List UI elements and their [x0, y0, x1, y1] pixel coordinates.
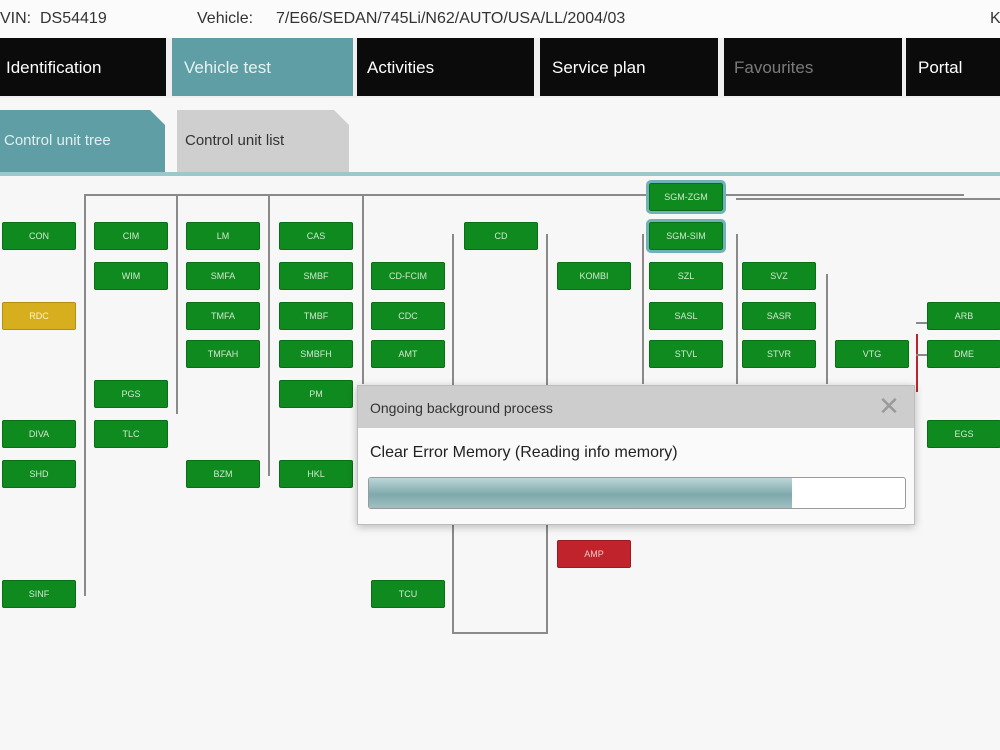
ecu-con[interactable]: CON	[2, 222, 76, 250]
vehicle-value: 7/E66/SEDAN/745Li/N62/AUTO/USA/LL/2004/0…	[276, 10, 626, 27]
ecu-sasl[interactable]: SASL	[649, 302, 723, 330]
vehicle-info-bar: VIN: DS54419 Vehicle: 7/E66/SEDAN/745Li/…	[0, 0, 1000, 38]
ecu-smfa[interactable]: SMFA	[186, 262, 260, 290]
subtab-control-unit-tree[interactable]: Control unit tree	[0, 110, 165, 172]
main-navigation: Identification Vehicle test Activities S…	[0, 38, 1000, 98]
bus-line-top	[84, 194, 964, 196]
control-unit-tree: CON RDC DIVA SHD SINF CIM WIM PGS TLC LM…	[0, 176, 1000, 750]
ecu-tcu[interactable]: TCU	[371, 580, 445, 608]
infobar-edge-text: K	[990, 10, 1000, 27]
tab-portal[interactable]: Portal	[906, 38, 1000, 96]
subtab-underline	[0, 172, 1000, 176]
bus-line	[916, 354, 928, 356]
bus-line	[452, 632, 548, 634]
tab-service-plan[interactable]: Service plan	[540, 38, 718, 96]
tab-favourites[interactable]: Favourites	[724, 38, 902, 96]
ecu-rdc[interactable]: RDC	[2, 302, 76, 330]
progress-fill	[369, 478, 793, 508]
ecu-smbf[interactable]: SMBF	[279, 262, 353, 290]
ecu-lm[interactable]: LM	[186, 222, 260, 250]
ecu-smbfh[interactable]: SMBFH	[279, 340, 353, 368]
bus-line	[916, 334, 918, 392]
ecu-sinf[interactable]: SINF	[2, 580, 76, 608]
ecu-tmfa[interactable]: TMFA	[186, 302, 260, 330]
bus-line	[362, 194, 364, 384]
ecu-pm[interactable]: PM	[279, 380, 353, 408]
ecu-tmbf[interactable]: TMBF	[279, 302, 353, 330]
dialog-header: Ongoing background process ✕	[358, 386, 914, 428]
bus-line	[736, 198, 1000, 200]
ecu-egs[interactable]: EGS	[927, 420, 1000, 448]
close-icon[interactable]: ✕	[878, 391, 900, 421]
bus-line	[268, 194, 270, 476]
tab-identification[interactable]: Identification	[0, 38, 166, 96]
ecu-amp[interactable]: AMP	[557, 540, 631, 568]
vin-label: VIN:	[0, 10, 32, 27]
bus-line	[736, 234, 738, 384]
ecu-arb[interactable]: ARB	[927, 302, 1000, 330]
vin-value: DS54419	[40, 10, 107, 27]
bus-line	[176, 194, 178, 414]
ecu-kombi[interactable]: KOMBI	[557, 262, 631, 290]
ecu-shd[interactable]: SHD	[2, 460, 76, 488]
bus-line	[84, 194, 86, 596]
ecu-szl[interactable]: SZL	[649, 262, 723, 290]
ecu-cdc[interactable]: CDC	[371, 302, 445, 330]
ecu-dme[interactable]: DME	[927, 340, 1000, 368]
dialog-title: Ongoing background process	[370, 400, 553, 416]
ecu-stvl[interactable]: STVL	[649, 340, 723, 368]
dialog-message: Clear Error Memory (Reading info memory)	[370, 444, 678, 461]
ecu-tlc[interactable]: TLC	[94, 420, 168, 448]
tab-activities[interactable]: Activities	[357, 38, 534, 96]
ecu-sgm-zgm[interactable]: SGM-ZGM	[646, 180, 726, 214]
ecu-wim[interactable]: WIM	[94, 262, 168, 290]
ecu-sgm-sim[interactable]: SGM-SIM	[646, 219, 726, 253]
ecu-pgs[interactable]: PGS	[94, 380, 168, 408]
ecu-tmfah[interactable]: TMFAH	[186, 340, 260, 368]
ecu-cd[interactable]: CD	[464, 222, 538, 250]
ecu-stvr[interactable]: STVR	[742, 340, 816, 368]
ecu-cim[interactable]: CIM	[94, 222, 168, 250]
vehicle-label: Vehicle:	[197, 10, 254, 27]
ecu-cas[interactable]: CAS	[279, 222, 353, 250]
ecu-vtg[interactable]: VTG	[835, 340, 909, 368]
ecu-cd-fcim[interactable]: CD-FCIM	[371, 262, 445, 290]
ecu-sasr[interactable]: SASR	[742, 302, 816, 330]
ecu-diva[interactable]: DIVA	[2, 420, 76, 448]
background-process-dialog: Ongoing background process ✕ Clear Error…	[357, 385, 915, 525]
ecu-bzm[interactable]: BZM	[186, 460, 260, 488]
bus-line	[826, 274, 828, 384]
ecu-hkl[interactable]: HKL	[279, 460, 353, 488]
ecu-amt[interactable]: AMT	[371, 340, 445, 368]
tab-vehicle-test[interactable]: Vehicle test	[172, 38, 353, 96]
progress-bar	[368, 477, 906, 509]
subtab-control-unit-list[interactable]: Control unit list	[177, 110, 349, 172]
bus-line	[916, 322, 928, 324]
ecu-svz[interactable]: SVZ	[742, 262, 816, 290]
bus-line	[642, 234, 644, 384]
